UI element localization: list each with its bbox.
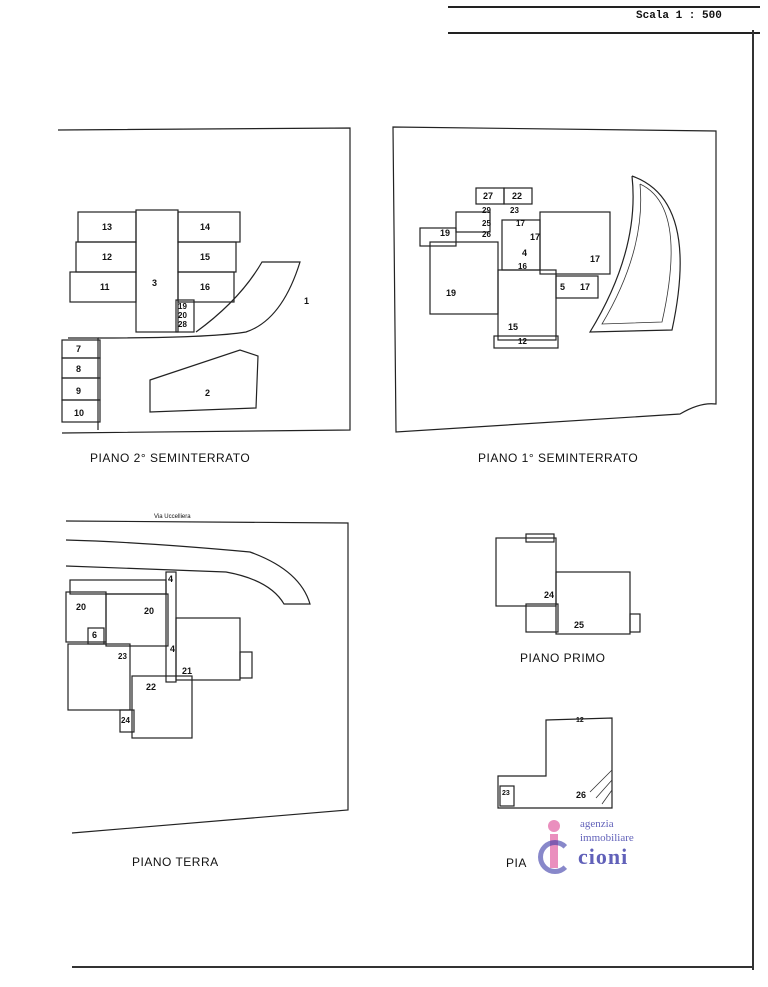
room-number: 28 (178, 320, 187, 329)
room-number: 25 (482, 219, 491, 228)
plan-first-floor (495, 533, 641, 635)
room-number: 12 (102, 252, 113, 262)
room-number: 20 (178, 311, 187, 320)
logo-brand: cioni (578, 844, 629, 869)
plan-title-attic: PIA (506, 856, 527, 870)
room-number: 19 (178, 302, 187, 311)
room-number: 4 (170, 644, 176, 654)
room-number: 21 (182, 666, 193, 676)
logo-line-2: immobiliare (580, 832, 634, 844)
room-number: 12 (518, 337, 527, 346)
room-number: 22 (512, 191, 523, 201)
room-number: 16 (518, 262, 527, 271)
plan-title-ground-floor: PIANO TERRA (132, 855, 219, 869)
room-number: 25 (574, 620, 585, 630)
room-number: 17 (530, 232, 541, 242)
room-number: 15 (508, 322, 519, 332)
plan-title-first-floor: PIANO PRIMO (520, 651, 606, 665)
room-number: 5 (560, 282, 566, 292)
room-number: 1 (304, 296, 310, 306)
room-number: 26 (576, 790, 587, 800)
sheet-right-edge (752, 30, 754, 970)
plan-title-2nd-basement: PIANO 2° SEMINTERRATO (90, 451, 251, 465)
plan-title-1st-basement: PIANO 1° SEMINTERRATO (478, 451, 639, 465)
room-number: 12 (576, 717, 584, 724)
plan-attic (497, 717, 613, 809)
plan-1st-basement (392, 126, 717, 433)
room-number: 20 (76, 602, 87, 612)
room-number: 2 (205, 388, 211, 398)
logo-line-1: agenzia (580, 818, 614, 830)
plan-2nd-basement (57, 127, 351, 434)
logo-mark-icon (538, 820, 572, 874)
room-number: 29 (482, 206, 491, 215)
room-number: 13 (102, 222, 113, 232)
room-number: 7 (76, 344, 82, 354)
room-number: 17 (590, 254, 601, 264)
room-number: 4 (168, 574, 174, 584)
street-label: Via Uccelliera (154, 514, 191, 520)
room-number: 22 (146, 682, 157, 692)
room-number: 19 (440, 228, 451, 238)
room-number: 26 (482, 230, 491, 239)
agency-logo: agenzia immobiliare cioni (534, 812, 674, 874)
room-number: 15 (200, 252, 211, 262)
room-number: 24 (544, 590, 555, 600)
room-number: 16 (200, 282, 211, 292)
room-number: 17 (516, 219, 525, 228)
room-number: 19 (446, 288, 457, 298)
plan-ground-floor (65, 520, 349, 834)
room-number: 3 (152, 278, 158, 288)
room-number: 14 (200, 222, 211, 232)
room-number: 17 (580, 282, 591, 292)
room-number: 8 (76, 364, 82, 374)
room-number: 6 (92, 630, 98, 640)
room-number: 4 (522, 248, 528, 258)
room-number: 24 (121, 716, 130, 725)
room-number: 23 (118, 652, 127, 661)
room-number: 20 (144, 606, 155, 616)
room-number: 27 (483, 191, 494, 201)
scale-box (448, 6, 760, 34)
room-number: 11 (100, 282, 110, 292)
room-number: 23 (502, 790, 510, 797)
room-number: 10 (74, 408, 85, 418)
sheet-bottom-edge (72, 966, 754, 968)
scale-label: Scala 1 : 500 (636, 10, 722, 22)
room-number: 9 (76, 386, 82, 396)
room-number: 23 (510, 206, 519, 215)
